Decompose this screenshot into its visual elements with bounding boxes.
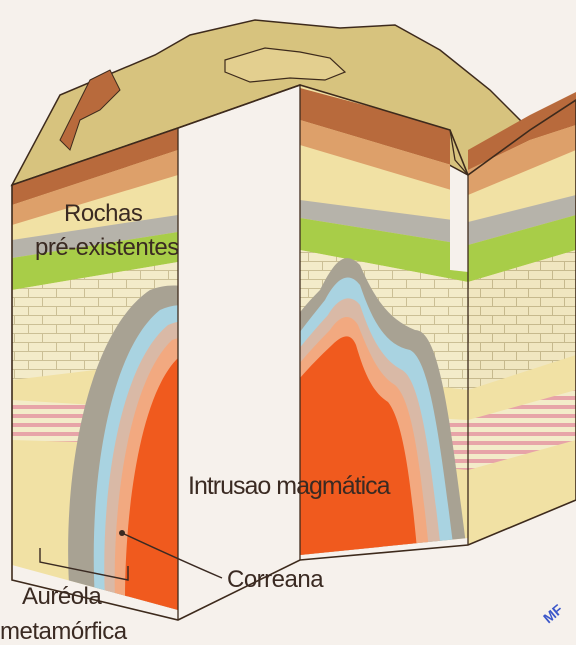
label-magmatic-intrusion: Intrusao magmática xyxy=(188,474,390,499)
label-hornfels: Correana xyxy=(227,568,323,592)
label-metamorphic: metamórfica xyxy=(0,620,127,644)
label-aureole: Auréola xyxy=(22,585,101,609)
label-pre-existing: pré-existentes xyxy=(35,236,179,260)
label-rocks: Rochas xyxy=(64,202,142,226)
middle-green-layer xyxy=(178,218,300,262)
middle-limestone-layer xyxy=(178,250,300,370)
middle-face-base xyxy=(178,85,300,615)
middle-gray-layer xyxy=(178,200,300,232)
hornfels-point xyxy=(119,530,125,536)
middle-orange-layer xyxy=(178,120,300,175)
